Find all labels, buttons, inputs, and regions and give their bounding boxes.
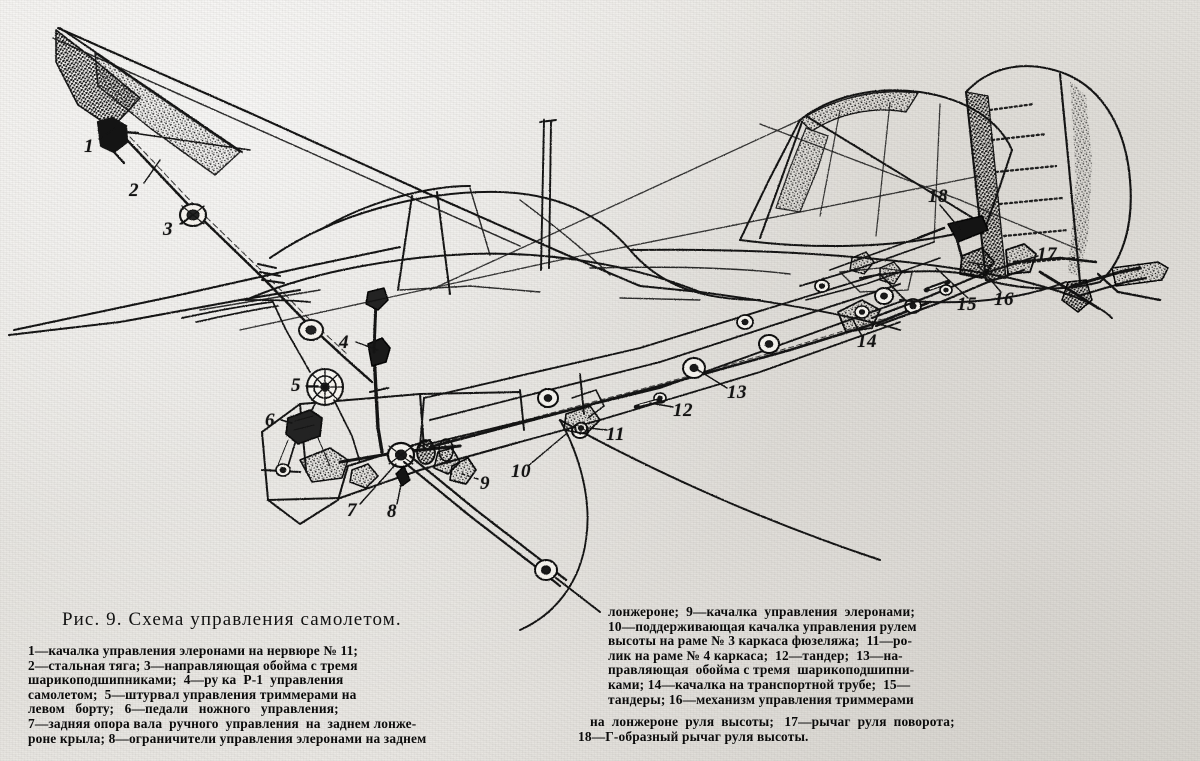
aileron-horn-bracket — [96, 116, 140, 165]
figure-title: Рис. 9. Схема управления самолетом. — [62, 609, 402, 630]
legend-line: ками; 14—качалка на транспортной трубе; … — [608, 676, 911, 692]
callout-8: 8 — [387, 501, 397, 522]
callout-2: 2 — [129, 180, 139, 201]
control-stick-4 — [365, 287, 391, 454]
callout-7: 7 — [347, 500, 357, 521]
legend-column-left: 1—качалка управления элеронами на нервюр… — [28, 643, 584, 746]
callout-11: 11 — [606, 424, 625, 445]
legend-line: правляющая обойма с тремя шарикоподшипни… — [608, 662, 915, 678]
legend-line: самолетом; 5—штурвал управления триммера… — [28, 686, 357, 702]
legend-line: 10—поддерживающая качалка управления рул… — [608, 618, 917, 634]
legend-line: роне крыла; 8—ограничители управления эл… — [28, 730, 427, 746]
callout-6: 6 — [265, 410, 275, 431]
callout-3: 3 — [163, 219, 173, 240]
trim-control-wheel-5 — [306, 368, 344, 406]
legend-line: на лонжероне руля высоты; 17—рычаг руля … — [590, 714, 955, 729]
legend-line: шарикоподшипниками; 4—ру ка Р-1 управлен… — [28, 672, 344, 688]
legend-line: лонжероне; 9—качалка управления элеронам… — [608, 604, 915, 619]
legend-line: лик на раме № 4 каркаса; 12—тандер; 13—н… — [608, 647, 903, 663]
callout-1: 1 — [84, 136, 94, 157]
stabilizer-ribs — [819, 101, 941, 243]
callout-12: 12 — [673, 400, 693, 421]
callout-18: 18 — [928, 186, 948, 207]
legend-line: 2—стальная тяга; 3—направляющая обойма с… — [28, 657, 358, 673]
legend-column-tail: на лонжероне руля высоты; 17—рычаг руля … — [578, 714, 1192, 744]
callout-13: 13 — [727, 382, 747, 403]
legend-column-right: лонжероне; 9—качалка управления элеронам… — [608, 604, 1192, 707]
legend-line: высоты на раме № 3 каркаса фюзеляжа; 11—… — [608, 633, 913, 649]
callout-16: 16 — [994, 289, 1014, 310]
callout-5: 5 — [291, 375, 301, 396]
figure-caption-block: Рис. 9. Схема управления самолетом. 1—ка… — [0, 600, 1200, 761]
callout-14: 14 — [857, 331, 877, 352]
cockpit-bellcranks — [275, 447, 349, 483]
guide-collar-bearing-4 — [298, 319, 324, 341]
legend-line: 7—задняя опора вала ручного управления н… — [28, 715, 417, 731]
callout-15: 15 — [957, 294, 977, 315]
callout-9: 9 — [480, 473, 490, 494]
legend-line: левом борту; 6—педали ножного управления… — [28, 701, 339, 717]
stabilizer-shading — [775, 91, 919, 213]
callout-4: 4 — [339, 332, 349, 353]
legend-line: тандеры; 16—механизм управления триммера… — [608, 691, 914, 707]
right-wing-root — [519, 285, 901, 631]
legend-line: 18—Г-образный рычаг руля высоты. — [578, 728, 809, 744]
legend-line: 1—качалка управления элеронами на нервюр… — [28, 643, 359, 658]
lower-diagonal-strut — [402, 454, 601, 613]
cockpit-longerons — [419, 273, 906, 447]
callout-10: 10 — [511, 461, 531, 482]
callout-17: 17 — [1037, 244, 1057, 265]
